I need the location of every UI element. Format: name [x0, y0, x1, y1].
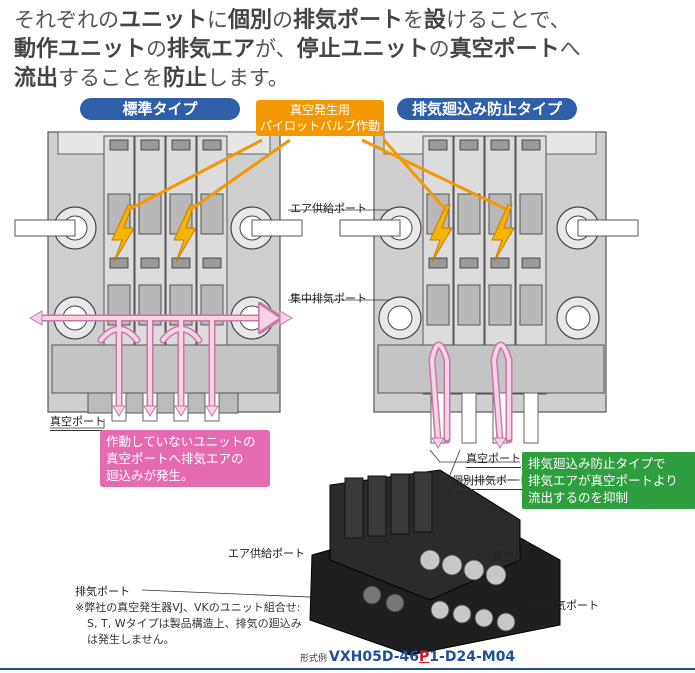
- photo-vacuum-port-label: 真空ポート: [492, 550, 547, 563]
- headline-line-3: 流出することを防止します。: [14, 66, 289, 91]
- headline-line-2: 動作ユニットの排気エアが、停止ユニットの真空ポートへ: [14, 37, 581, 62]
- vacuum-port-label-right: 真空ポート: [466, 450, 521, 468]
- headline: それぞれのユニットに個別の排気ポートを設けることで、 動作ユニットの排気エアが、…: [14, 6, 684, 93]
- standard-type-title: 標準タイプ: [80, 98, 240, 120]
- headline-line-1: それぞれのユニットに個別の排気ポートを設けることで、: [14, 8, 571, 33]
- photo-air-supply-label: エア供給ポート: [228, 547, 305, 560]
- central-exhaust-port-label: 集中排気ポート: [290, 292, 367, 305]
- footnote: ※弊社の真空発生器VJ、VKのユニット組合せ: S, T, Wタイプは製品構造上…: [75, 601, 302, 646]
- bottom-rule: [0, 668, 695, 670]
- photo-exhaust-port-label: 排気ポート: [75, 585, 130, 598]
- left-manifold: [14, 131, 303, 422]
- anti-backflow-callout: 排気廻込み防止タイプで 排気エアが真空ポートより 流出するのを抑制: [522, 452, 695, 509]
- product-illustration: [309, 469, 561, 656]
- individual-exhaust-port-label: 個別排気ポート: [452, 472, 529, 490]
- anti-backflow-type-title: 排気廻込み防止タイプ: [397, 98, 577, 120]
- vacuum-port-label-left: 真空ポート: [50, 413, 105, 431]
- pilot-valve-label: 真空発生用 パイロットバルブ作動: [256, 100, 384, 136]
- backflow-warning-callout: 作動していないユニットの 真空ポートへ排気エアの 廻込みが発生。: [100, 430, 270, 487]
- air-supply-port-label: エア供給ポート: [290, 202, 367, 215]
- photo-individual-exhaust-label: 個別排気ポート: [522, 599, 599, 612]
- right-manifold: [339, 131, 639, 449]
